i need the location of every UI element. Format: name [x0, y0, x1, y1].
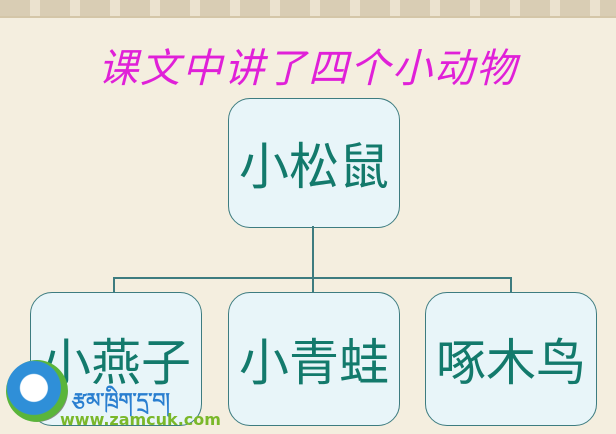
decorative-border: [0, 0, 616, 18]
connector: [312, 226, 314, 278]
slide-title: 课文中讲了四个小动物: [98, 46, 518, 92]
connector: [312, 277, 314, 293]
connector: [510, 277, 512, 293]
root-node: 小松鼠: [228, 98, 400, 228]
watermark-logo-icon: [6, 360, 68, 422]
watermark-url: www.zamcuk.com: [60, 410, 221, 429]
child-node: 啄木鸟: [425, 292, 597, 426]
child-node: 小青蛙: [228, 292, 400, 426]
watermark-tibetan: རྩམ་ཁྲིག་དྲ་བ།: [72, 388, 170, 412]
connector: [113, 277, 115, 293]
